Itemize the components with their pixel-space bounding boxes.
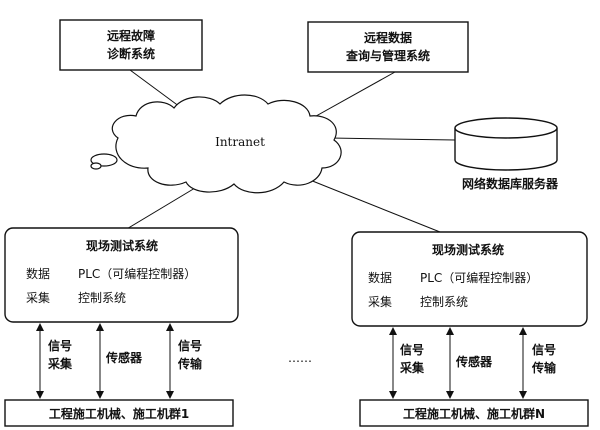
remote-diagnosis-line2: 诊断系统 — [107, 46, 155, 61]
remote-query-line1: 远程数据 — [364, 30, 412, 45]
remote-query-line2: 查询与管理系统 — [345, 48, 430, 63]
right-signal-collect-1: 信号 — [400, 342, 424, 357]
database-server-icon — [454, 117, 558, 171]
link-cloud-site-right — [304, 177, 441, 233]
db-label: 网络数据库服务器 — [462, 176, 559, 191]
right-signal-transmit-2: 传输 — [531, 360, 557, 375]
site-test-system-right: 现场测试系统 数据 PLC（可编程控制器） 采集 控制系统 — [351, 231, 588, 327]
left-sensor: 传感器 — [105, 350, 143, 365]
site-left-row1-value: PLC（可编程控制器） — [78, 266, 196, 281]
site-left-title: 现场测试系统 — [86, 238, 158, 253]
remote-diagnosis-line1: 远程故障 — [107, 28, 155, 43]
link-cloud-db — [329, 137, 456, 141]
machines-box-left: 工程施工机械、施工机群1 — [4, 399, 234, 427]
left-signal-transmit-1: 信号 — [178, 338, 202, 353]
site-test-system-left: 现场测试系统 数据 PLC（可编程控制器） 采集 控制系统 — [4, 227, 239, 323]
left-signal-collect-1: 信号 — [48, 338, 72, 353]
intranet-cloud: Intranet — [90, 94, 342, 194]
site-left-row1-label: 数据 — [26, 266, 50, 281]
site-left-row2-label: 采集 — [26, 290, 50, 305]
machines-right-label: 工程施工机械、施工机群N — [403, 406, 545, 421]
site-right-row2-label: 采集 — [368, 294, 392, 309]
remote-diagnosis-box: 远程故障 诊断系统 — [59, 19, 203, 71]
link-cloud-site-left — [124, 181, 206, 231]
right-signal-transmit-1: 信号 — [532, 342, 556, 357]
site-right-title: 现场测试系统 — [432, 242, 504, 257]
right-sensor: 传感器 — [455, 354, 493, 369]
remote-query-box: 远程数据 查询与管理系统 — [307, 21, 469, 73]
left-signal-transmit-2: 传输 — [177, 356, 203, 371]
left-signal-collect-2: 采集 — [47, 356, 73, 371]
right-signal-collect-2: 采集 — [399, 360, 425, 375]
machines-left-label: 工程施工机械、施工机群1 — [49, 406, 189, 421]
site-right-row2-value: 控制系统 — [420, 295, 468, 309]
cloud-tiny-puff — [90, 162, 102, 170]
cloud-label: Intranet — [215, 135, 265, 149]
ellipsis: …… — [288, 351, 312, 365]
site-left-row2-value: 控制系统 — [78, 291, 126, 305]
site-right-row1-value: PLC（可编程控制器） — [420, 270, 538, 285]
machines-box-right: 工程施工机械、施工机群N — [359, 399, 589, 427]
site-right-row1-label: 数据 — [368, 270, 392, 285]
